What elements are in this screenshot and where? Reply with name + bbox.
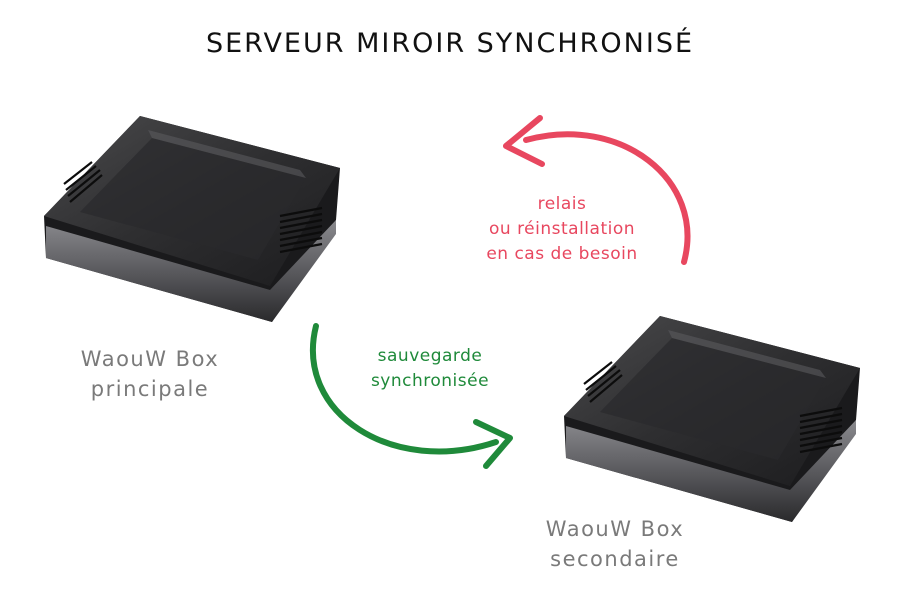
relay-label-line3: en cas de besoin [462, 242, 662, 267]
page-title: SERVEUR MIROIR SYNCHRONISÉ [0, 28, 900, 59]
relay-label: relais ou réinstallation en cas de besoi… [462, 192, 662, 267]
primary-box-image [40, 108, 350, 328]
secondary-box-image [560, 308, 870, 528]
sync-label-line1: sauvegarde [350, 344, 510, 369]
primary-box-label: WaouW Box principale [40, 344, 260, 404]
secondary-box-label-line2: secondaire [505, 544, 725, 574]
sync-label: sauvegarde synchronisée [350, 344, 510, 394]
relay-label-line1: relais [462, 192, 662, 217]
secondary-box-label: WaouW Box secondaire [505, 514, 725, 574]
sync-arrow [298, 318, 528, 478]
primary-box-label-line1: WaouW Box [40, 344, 260, 374]
secondary-box-label-line1: WaouW Box [505, 514, 725, 544]
primary-box-label-line2: principale [40, 374, 260, 404]
sync-label-line2: synchronisée [350, 369, 510, 394]
relay-label-line2: ou réinstallation [462, 217, 662, 242]
